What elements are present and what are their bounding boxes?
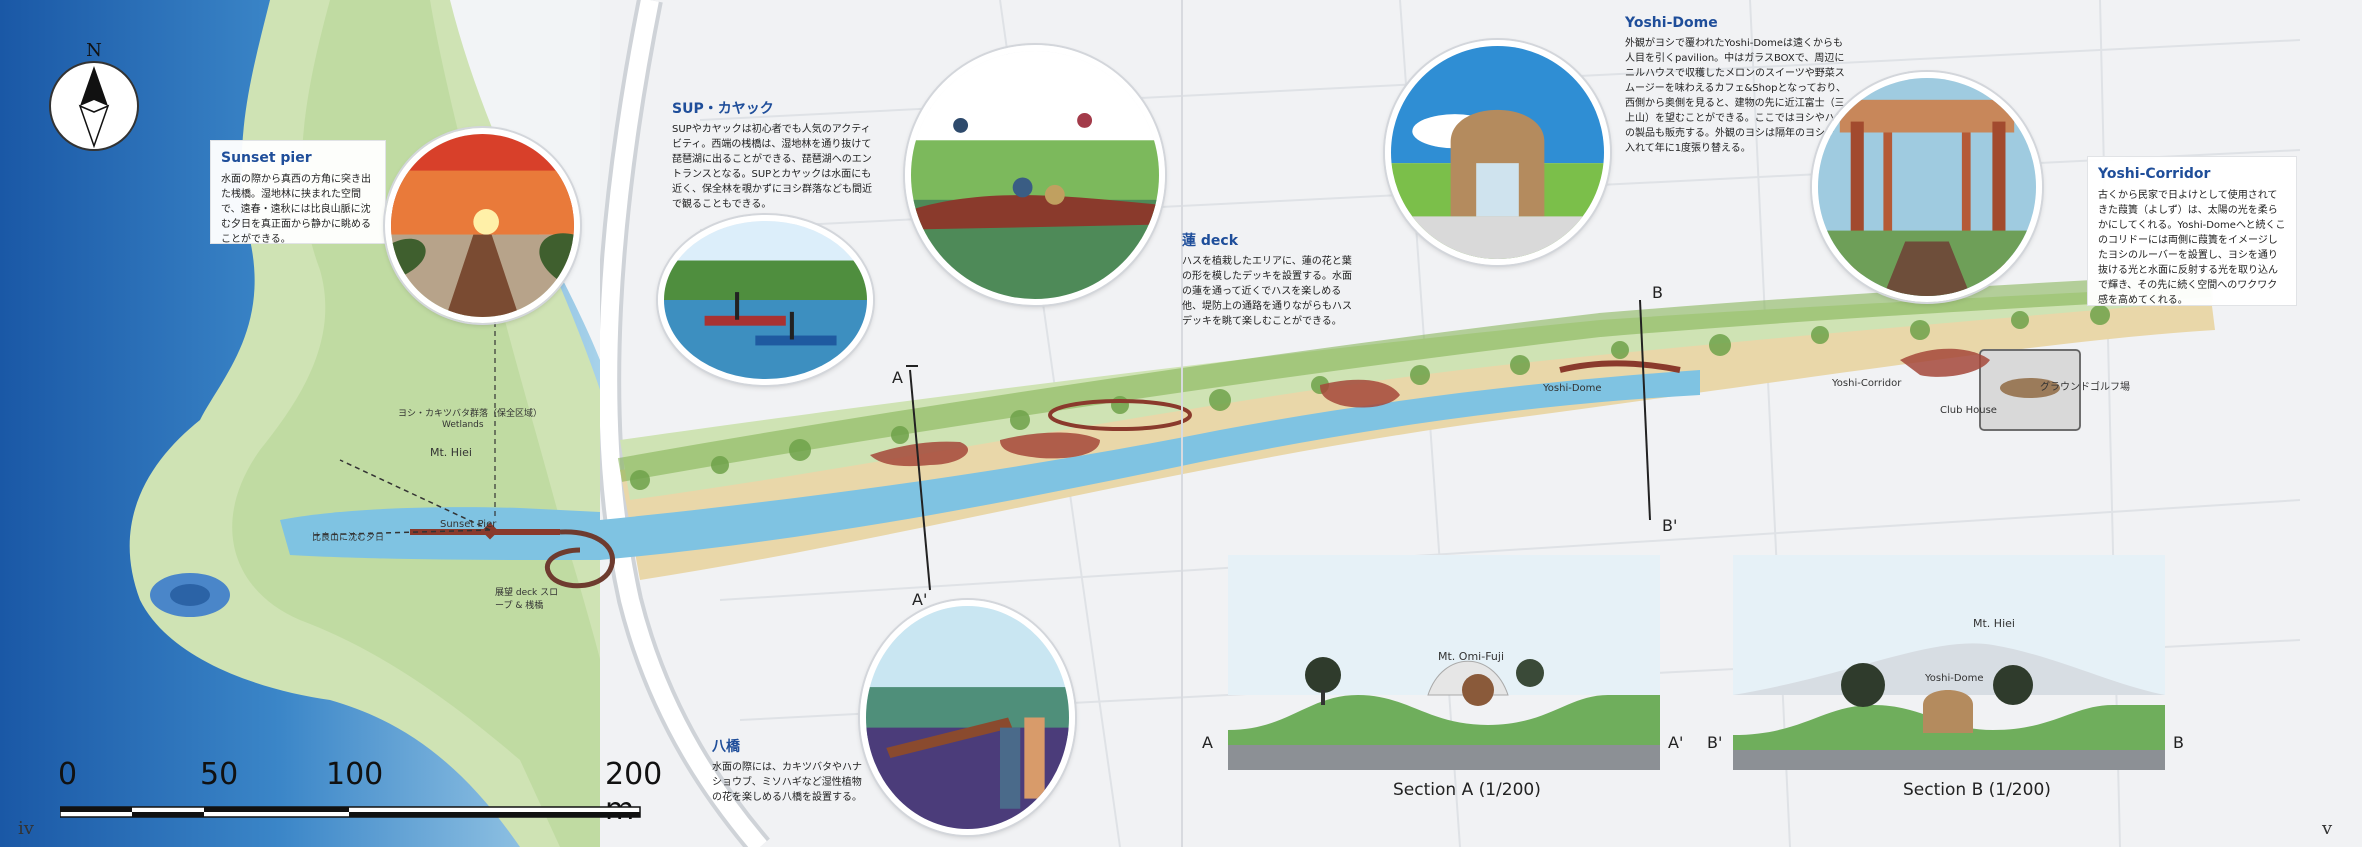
section-b-peak-label: Mt. Hiei xyxy=(1973,617,2015,630)
label-wetland-forest: ヨシ・カキツバタ群落（保全区域） xyxy=(398,409,543,419)
label-yoshi-dome: Yoshi-Dome xyxy=(1543,383,1602,394)
section-marker-a-prime: A' xyxy=(912,590,928,609)
north-label: N xyxy=(86,40,102,61)
sunset-pier-leader-line xyxy=(494,160,496,520)
label-viewing-deck: 展望 deck スロープ & 桟橋 xyxy=(495,588,559,611)
section-b-right-letter: B xyxy=(2173,733,2184,752)
section-b-left-letter: B' xyxy=(1707,733,1723,752)
section-b-drawing: B' B Mt. Hiei Yoshi-Dome Section B (1/20… xyxy=(1707,555,2184,800)
section-a-title: Section A (1/200) xyxy=(1393,780,1541,800)
section-a-peak-label: Mt. Omi-Fuji xyxy=(1438,650,1505,663)
section-marker-b: B xyxy=(1652,283,1663,302)
label-wetlands: Wetlands xyxy=(442,420,484,430)
scale-tick-100: 100 xyxy=(326,757,384,792)
scale-bar-graphic xyxy=(60,806,641,818)
yoshi-corridor-illustration xyxy=(1812,72,2042,302)
callout-yatsuhashi-body: 水面の際には、カキツバタやハナショウブ、ミソハギなど湿性植物の花を楽しめる八橋を… xyxy=(712,762,862,803)
meadow-people-illustration xyxy=(905,45,1165,305)
section-b-building-label: Yoshi-Dome xyxy=(1925,673,1984,684)
callout-lotus-deck-title: 蓮 deck xyxy=(1182,233,1238,249)
label-sunset-pier: Sunset Pier xyxy=(440,519,497,530)
callout-sup-body: SUPやカヤックは初心者でも人気のアクティビティ。西端の桟橋は、湿地林を通り抜け… xyxy=(672,124,872,210)
label-club-house: Club House xyxy=(1940,405,1997,416)
scale-tick-50: 50 xyxy=(200,757,239,792)
section-line-b xyxy=(1639,299,1651,521)
callout-sunset-pier: Sunset pier 水面の際から真西の方角に突き出た桟橋。湿地林に挟まれた空… xyxy=(210,140,386,245)
page-gutter xyxy=(1181,0,1183,847)
yoshi-dome-illustration xyxy=(1385,40,1610,265)
sightline-to-mt-hiei xyxy=(309,459,491,536)
callout-lotus-deck-body: ハスを植栽したエリアに、蓮の花と葉の形を模したデッキを設置する。水面の蓮を通って… xyxy=(1182,256,1352,327)
scale-bar: 0 50 100 200 m xyxy=(40,755,680,845)
label-hira-sunset: 比良山に沈む夕日 xyxy=(312,533,385,543)
callout-yatsuhashi: 八橋 水面の際には、カキツバタやハナショウブ、ミソハギなど湿性植物の花を楽しめる… xyxy=(712,738,862,805)
north-arrow-icon: N xyxy=(48,40,140,151)
section-a-drawing: A A' Mt. Omi-Fuji Section A (1/200) xyxy=(1202,555,1683,800)
callout-yoshi-corridor-title: Yoshi-Corridor xyxy=(2098,166,2211,182)
callout-yatsuhashi-title: 八橋 xyxy=(712,739,740,755)
yatsuhashi-illustration xyxy=(860,600,1075,835)
callout-sup-title: SUP・カヤック xyxy=(672,101,774,117)
section-a-right-letter: A' xyxy=(1668,733,1684,752)
park-corridor-plan xyxy=(630,305,2110,490)
page-number-left: iv xyxy=(18,818,34,839)
section-line-a xyxy=(906,365,931,591)
scale-tick-0: 0 xyxy=(58,757,78,792)
sup-kayak-illustration xyxy=(658,215,873,385)
section-marker-b-prime: B' xyxy=(1662,516,1678,535)
label-mt-hiei: Mt. Hiei xyxy=(430,446,472,459)
sunset-pier-illustration xyxy=(385,128,580,323)
callout-sunset-pier-body: 水面の際から真西の方角に突き出た桟橋。湿地林に挟まれた空間で、遠春・遠秋には比良… xyxy=(221,174,371,245)
callout-sunset-pier-title: Sunset pier xyxy=(221,150,312,166)
label-yoshi-corridor: Yoshi-Corridor xyxy=(1832,378,1902,389)
section-a-left-letter: A xyxy=(1202,733,1213,752)
section-b-title: Section B (1/200) xyxy=(1903,780,2051,800)
label-ground-golf: グラウンドゴルフ場 xyxy=(2040,382,2130,393)
callout-sup: SUP・カヤック SUPやカヤックは初心者でも人気のアクティビティ。西端の桟橋は… xyxy=(672,100,877,212)
page-number-right: v xyxy=(2322,818,2333,839)
callout-yoshi-corridor: Yoshi-Corridor 古くから民家で日よけとして使用されてきた葭簀（よし… xyxy=(2087,156,2297,306)
callout-yoshi-dome-body: 外観がヨシで覆われたYoshi-Domeは遠くからも人目を引くpavilion。… xyxy=(1625,38,1846,154)
callout-yoshi-corridor-body: 古くから民家で日よけとして使用されてきた葭簀（よしず）は、太陽の光を柔らかにして… xyxy=(2098,190,2286,306)
callout-lotus-deck: 蓮 deck ハスを植栽したエリアに、蓮の花と葉の形を模したデッキを設置する。水… xyxy=(1182,232,1352,329)
callout-yoshi-dome-title: Yoshi-Dome xyxy=(1625,15,1718,31)
callout-yoshi-dome: Yoshi-Dome 外観がヨシで覆われたYoshi-Domeは遠くからも人目を… xyxy=(1625,14,1847,156)
section-marker-a: A xyxy=(892,368,903,387)
